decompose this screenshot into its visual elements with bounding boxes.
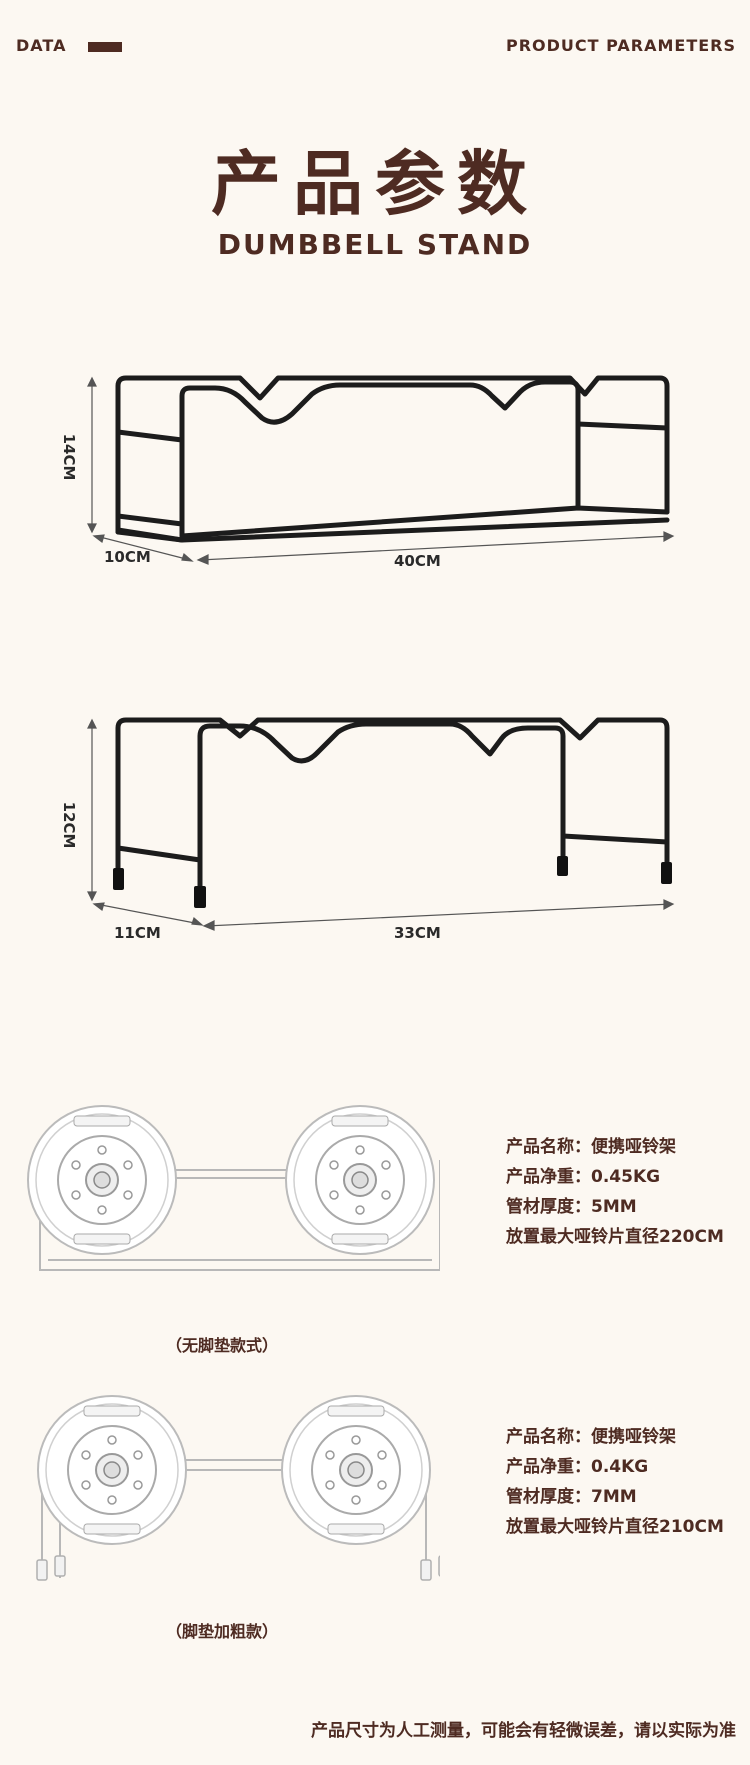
stand-image-2 bbox=[87, 717, 675, 931]
stand2-depth-label: 11CM bbox=[114, 924, 161, 942]
variant2-spec-thickness: 管材厚度：7MM bbox=[506, 1487, 637, 1507]
header-bar bbox=[88, 42, 122, 52]
variant1-spec-name: 产品名称：便携哑铃架 bbox=[506, 1137, 676, 1157]
stand1-depth-label: 10CM bbox=[104, 548, 151, 566]
page-title: 产品参数 bbox=[211, 143, 539, 225]
stand1-length-label: 40CM bbox=[394, 552, 441, 570]
variant2-spec-diameter: 放置最大哑铃片直径210CM bbox=[506, 1517, 724, 1537]
stand1-height-label: 14CM bbox=[60, 433, 78, 481]
variant1-caption: （无脚垫款式） bbox=[166, 1336, 279, 1355]
variant1-image bbox=[27, 1105, 440, 1271]
variant2-spec-name: 产品名称：便携哑铃架 bbox=[506, 1427, 676, 1447]
variant1-specs: 产品名称：便携哑铃架 产品净重：0.45KG 管材厚度：5MM 放置最大哑铃片直… bbox=[506, 1132, 724, 1252]
variant2-caption: （脚垫加粗款） bbox=[166, 1622, 279, 1641]
variant1-spec-weight: 产品净重：0.45KG bbox=[506, 1167, 661, 1187]
variant2-specs: 产品名称：便携哑铃架 产品净重：0.4KG 管材厚度：7MM 放置最大哑铃片直径… bbox=[506, 1422, 724, 1542]
variant2-image bbox=[36, 1395, 440, 1581]
page-subtitle: DUMBBELL STAND bbox=[217, 228, 533, 261]
header-data-label: DATA bbox=[16, 36, 67, 55]
variant2-spec-weight: 产品净重：0.4KG bbox=[506, 1457, 649, 1477]
stand2-length-label: 33CM bbox=[394, 924, 441, 942]
variant1-spec-thickness: 管材厚度：5MM bbox=[506, 1197, 637, 1217]
header-parameters-label: PRODUCT PARAMETERS bbox=[505, 36, 736, 55]
stand-image-1 bbox=[87, 375, 675, 565]
footer-note: 产品尺寸为人工测量，可能会有轻微误差，请以实际为准 bbox=[311, 1721, 736, 1741]
variant1-spec-diameter: 放置最大哑铃片直径220CM bbox=[506, 1227, 724, 1247]
stand2-height-label: 12CM bbox=[60, 801, 78, 849]
